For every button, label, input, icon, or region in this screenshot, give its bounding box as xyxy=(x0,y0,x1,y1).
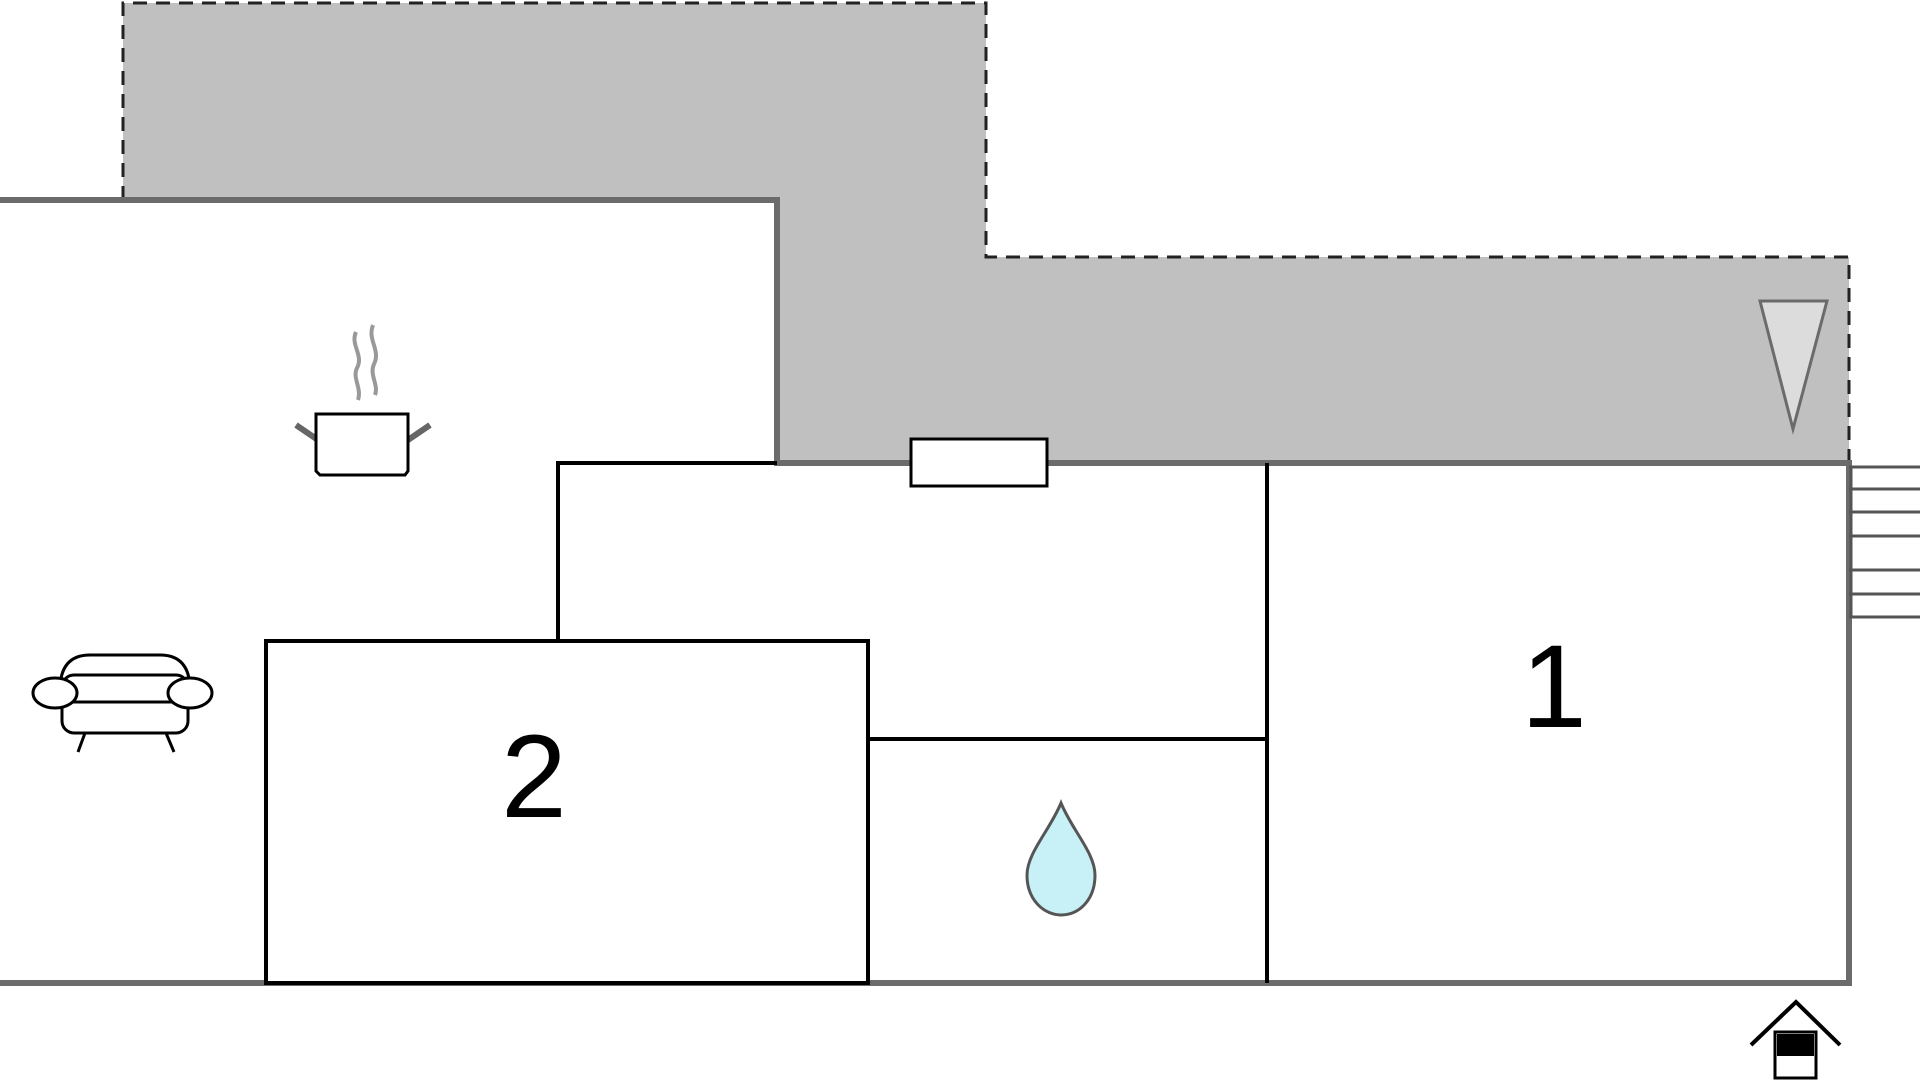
terrace-area xyxy=(121,1,1851,463)
window-icon xyxy=(909,437,1049,488)
outer-wall xyxy=(0,197,1852,986)
inner-walls xyxy=(556,461,1269,983)
stairs-icon xyxy=(1849,465,1920,619)
sofa-icon xyxy=(31,653,214,753)
terrace-triangle-icon xyxy=(1758,299,1829,435)
water-drop-icon xyxy=(1025,799,1097,917)
kitchen-pot-icon xyxy=(294,324,432,477)
entrance-house-icon xyxy=(1749,999,1842,1080)
room-label-2: 2 xyxy=(501,711,567,843)
room-label-1: 1 xyxy=(1521,621,1587,753)
bedroom-2 xyxy=(264,639,870,985)
